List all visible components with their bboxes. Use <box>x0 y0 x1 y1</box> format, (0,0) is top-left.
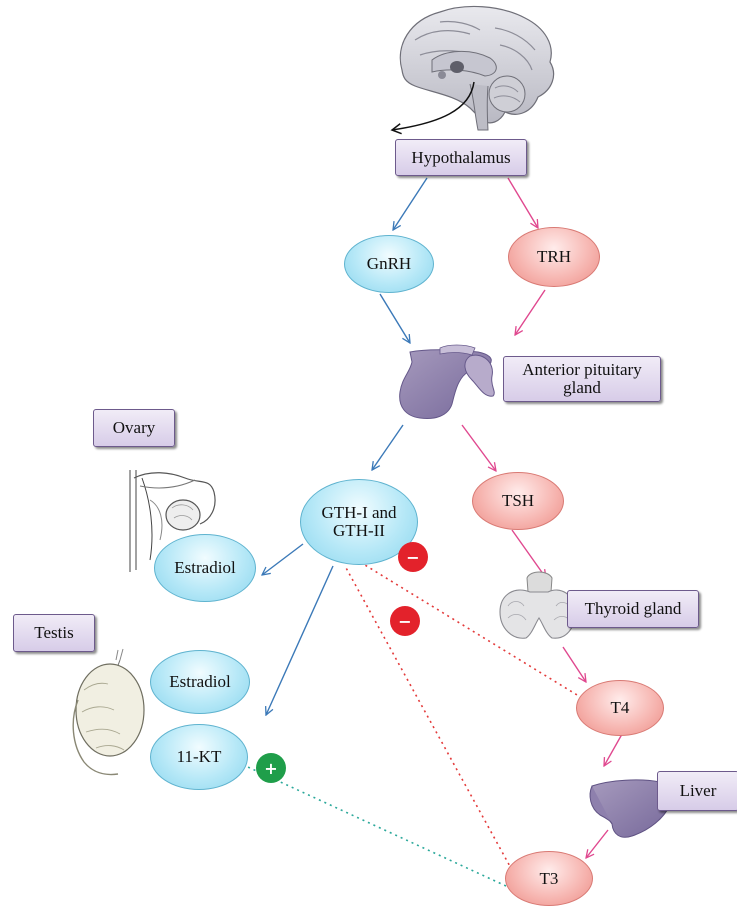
tsh-oval: TSH <box>472 472 564 530</box>
feedback-t4-gth <box>359 561 583 699</box>
arrow-pituitary-tsh <box>461 424 496 471</box>
negative-feedback-badge-2: − <box>390 606 420 636</box>
feedback-t3-gth <box>344 565 513 871</box>
11kt-oval: 11-KT <box>150 724 248 790</box>
pituitary-gland-illustration <box>399 344 495 419</box>
arrow-trh-pituitary <box>515 289 546 335</box>
brain-to-hypothalamus-arrow <box>390 81 475 135</box>
negative-feedback-badge: − <box>398 542 428 572</box>
arrow-pituitary-gth <box>372 424 404 470</box>
arrow-gth-11kt <box>266 565 334 715</box>
positive-feedback-badge: + <box>256 753 286 783</box>
arrow-hypothalamus-trh <box>507 177 538 228</box>
t3-oval: T3 <box>505 851 593 906</box>
thyroid-gland-illustration <box>499 571 576 639</box>
arrow-gth-estradiol-ovary <box>262 543 304 575</box>
gnrh-oval: GnRH <box>344 235 434 293</box>
brain-illustration <box>399 5 555 131</box>
pituitary-label-line1: Anterior pituitary <box>522 360 642 380</box>
arrow-thyroid-t4 <box>562 646 586 682</box>
hypothalamus-box: Hypothalamus <box>395 139 527 176</box>
liver-illustration <box>589 779 674 838</box>
ovary-illustration <box>129 470 216 572</box>
thyroid-box: Thyroid gland <box>567 590 699 628</box>
gth-label-line2: GTH-II <box>333 521 385 540</box>
arrow-gnrh-pituitary <box>379 293 410 343</box>
gth-label-line1: GTH-I and <box>321 503 397 523</box>
pituitary-box: Anterior pituitary gland <box>503 356 661 402</box>
t4-oval: T4 <box>576 680 664 736</box>
testis-illustration <box>72 648 145 776</box>
arrow-tsh-thyroid <box>511 529 546 578</box>
estradiol-testis-oval: Estradiol <box>150 650 250 714</box>
testis-box: Testis <box>13 614 95 652</box>
arrow-hypothalamus-gnrh <box>393 177 428 230</box>
ovary-box: Ovary <box>93 409 175 447</box>
estradiol-ovary-oval: Estradiol <box>154 534 256 602</box>
arrow-liver-t3 <box>586 829 609 858</box>
pituitary-label-line2: gland <box>563 378 601 397</box>
liver-box: Liver <box>657 771 737 811</box>
trh-oval: TRH <box>508 227 600 287</box>
